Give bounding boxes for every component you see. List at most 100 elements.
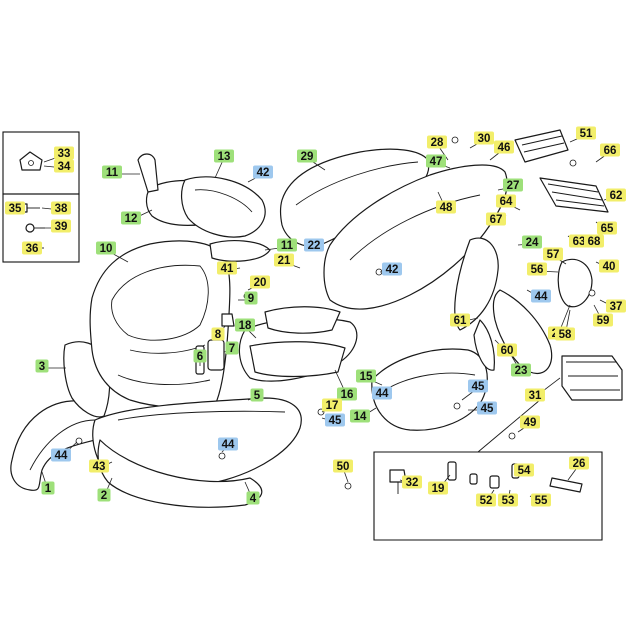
callout-label: 5: [254, 390, 261, 402]
part-callout-61[interactable]: 61: [450, 313, 470, 328]
callout-label: 11: [281, 240, 294, 252]
part-callout-4[interactable]: 4: [246, 491, 260, 506]
part-callout-37[interactable]: 37: [606, 299, 626, 314]
part-callout-20[interactable]: 20: [250, 275, 270, 290]
part-callout-17[interactable]: 17: [322, 398, 342, 413]
callout-label: 2: [101, 490, 107, 502]
part-callout-5[interactable]: 5: [250, 388, 264, 403]
part-callout-41[interactable]: 41: [217, 261, 237, 276]
callout-label: 54: [518, 465, 531, 477]
part-callout-22[interactable]: 22: [304, 238, 324, 253]
part-callout-28[interactable]: 28: [427, 135, 447, 150]
part-callout-51[interactable]: 51: [576, 126, 596, 141]
callout-highlight: [225, 341, 239, 355]
part-callout-44[interactable]: 44: [531, 289, 551, 304]
part-callout-26[interactable]: 26: [569, 456, 589, 471]
part-callout-57[interactable]: 57: [543, 247, 563, 262]
part-callout-36[interactable]: 36: [22, 241, 42, 256]
tunnel-cover-16: [264, 306, 341, 334]
part-callout-32[interactable]: 32: [402, 475, 422, 490]
part-callout-39[interactable]: 39: [51, 219, 71, 234]
part-callout-56[interactable]: 56: [527, 262, 547, 277]
part-callout-12[interactable]: 12: [121, 211, 141, 226]
part-callout-60[interactable]: 60: [497, 343, 517, 358]
callout-label: 15: [360, 371, 373, 383]
part-callout-55[interactable]: 55: [531, 493, 551, 508]
part-callout-42[interactable]: 42: [382, 262, 402, 277]
part-callout-40[interactable]: 40: [599, 259, 619, 274]
part-callout-14[interactable]: 14: [350, 409, 370, 424]
callout-label: 42: [257, 167, 270, 179]
part-callout-46[interactable]: 46: [494, 140, 514, 155]
part-callout-16[interactable]: 16: [337, 387, 357, 402]
callout-label: 56: [531, 264, 544, 276]
callout-label: 37: [610, 301, 623, 313]
part-callout-52[interactable]: 52: [476, 493, 496, 508]
part-callout-53[interactable]: 53: [498, 493, 518, 508]
part-callout-44[interactable]: 44: [372, 386, 392, 401]
mudflap-61: [473, 319, 495, 371]
part-callout-18[interactable]: 18: [235, 318, 255, 333]
part-callout-9[interactable]: 9: [244, 291, 258, 306]
callout-label: 66: [604, 145, 617, 157]
part-callout-58[interactable]: 58: [555, 327, 575, 342]
part-callout-13[interactable]: 13: [214, 149, 234, 164]
callout-label: 64: [500, 196, 513, 208]
part-callout-2[interactable]: 2: [97, 488, 111, 503]
part-callout-50[interactable]: 50: [333, 459, 353, 474]
part-callout-11[interactable]: 11: [277, 238, 297, 253]
part-callout-27[interactable]: 27: [503, 178, 523, 193]
part-callout-23[interactable]: 23: [511, 363, 531, 378]
part-callout-7[interactable]: 7: [225, 341, 239, 356]
part-callout-15[interactable]: 15: [356, 369, 376, 384]
part-callout-59[interactable]: 59: [593, 313, 613, 328]
part-callout-29[interactable]: 29: [297, 149, 317, 164]
part-callout-44[interactable]: 44: [51, 448, 71, 463]
part-callout-30[interactable]: 30: [474, 131, 494, 146]
callout-highlight: [514, 463, 534, 477]
callout-highlight: [593, 313, 613, 327]
part-callout-68[interactable]: 68: [584, 234, 604, 249]
part-callout-43[interactable]: 43: [89, 459, 109, 474]
part-callout-31[interactable]: 31: [525, 388, 545, 403]
part-callout-66[interactable]: 66: [600, 143, 620, 158]
part-callout-8[interactable]: 8: [211, 327, 225, 342]
callout-highlight: [97, 488, 111, 502]
part-callout-19[interactable]: 19: [428, 481, 448, 496]
callout-highlight: [244, 291, 258, 305]
callout-label: 10: [100, 243, 113, 255]
callout-label: 31: [529, 390, 542, 402]
part-callout-21[interactable]: 21: [274, 253, 294, 268]
part-callout-54[interactable]: 54: [514, 463, 534, 478]
part-callout-45[interactable]: 45: [325, 413, 345, 428]
part-callout-45[interactable]: 45: [477, 401, 497, 416]
part-callout-65[interactable]: 65: [597, 221, 617, 236]
callout-label: 8: [215, 329, 222, 341]
part-callout-45[interactable]: 45: [468, 379, 488, 394]
part-callout-62[interactable]: 62: [606, 188, 626, 203]
part-callout-6[interactable]: 6: [193, 349, 207, 364]
part-callout-47[interactable]: 47: [426, 154, 446, 169]
part-callout-24[interactable]: 24: [522, 235, 542, 250]
callout-label: 62: [610, 190, 623, 202]
part-callout-48[interactable]: 48: [436, 200, 456, 215]
part-callout-42[interactable]: 42: [253, 165, 273, 180]
callout-highlight: [246, 491, 260, 505]
callout-highlight: [41, 481, 55, 495]
belly-pan: [97, 439, 263, 508]
callout-highlight: [497, 343, 517, 357]
callout-label: 29: [301, 151, 314, 163]
callout-highlight: [494, 140, 514, 154]
part-callout-64[interactable]: 64: [496, 194, 516, 209]
part-callout-49[interactable]: 49: [520, 415, 540, 430]
part-callout-3[interactable]: 3: [35, 359, 49, 374]
part-callout-10[interactable]: 10: [96, 241, 116, 256]
part-callout-34[interactable]: 34: [54, 159, 74, 174]
part-callout-1[interactable]: 1: [41, 481, 55, 496]
part-callout-33[interactable]: 33: [54, 146, 74, 161]
part-callout-11[interactable]: 11: [102, 165, 122, 180]
part-callout-67[interactable]: 67: [486, 212, 506, 227]
part-callout-38[interactable]: 38: [51, 201, 71, 216]
part-callout-44[interactable]: 44: [218, 437, 238, 452]
part-callout-35[interactable]: 35: [5, 201, 25, 216]
